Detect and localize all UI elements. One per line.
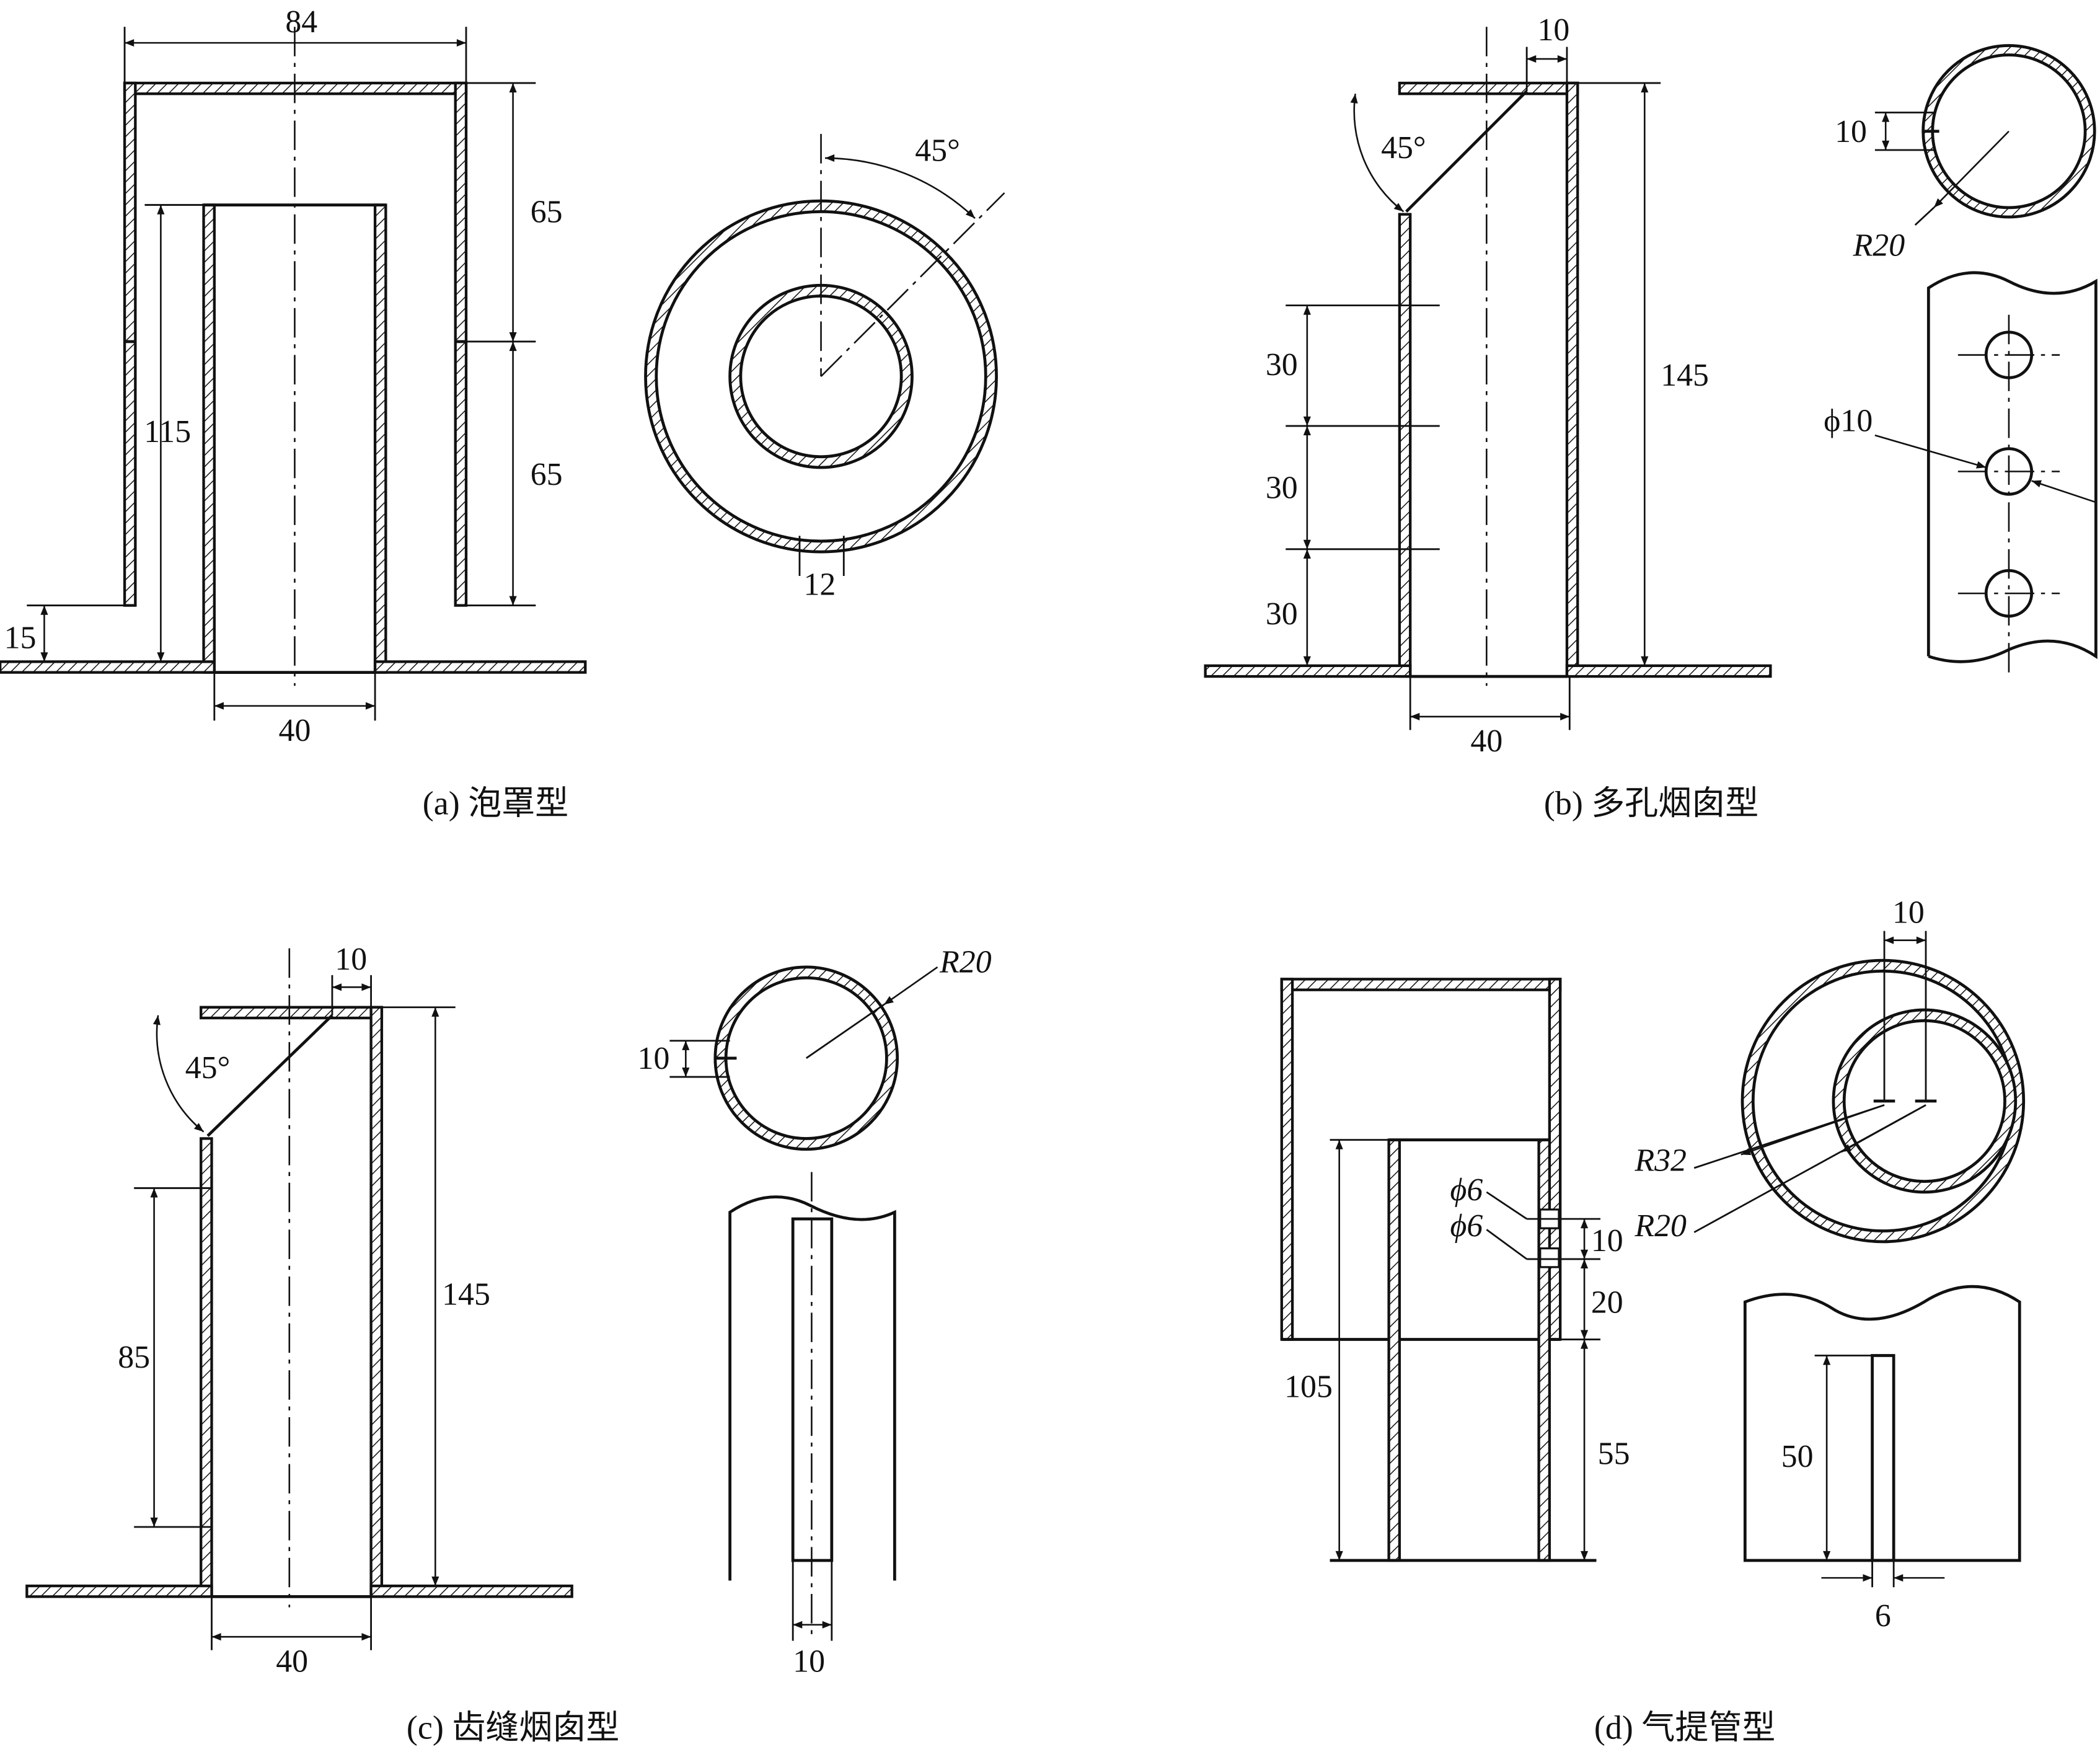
dim-30-1: 30	[1266, 347, 1298, 383]
dim-r32: R32	[1634, 1143, 1687, 1178]
dim-phi6-2: ϕ6	[1450, 1208, 1483, 1244]
panel-d-section: ϕ6 ϕ6 10 20 105 55	[1280, 978, 1630, 1562]
dim-145: 145	[1661, 358, 1709, 393]
caption-d: (d) 气提管型	[1594, 1709, 1775, 1746]
dim-10: 10	[1892, 895, 1925, 931]
dim-105: 105	[1284, 1369, 1333, 1404]
panel-a-section: 84 65 65 115 15 40	[0, 4, 587, 748]
dim-50: 50	[1781, 1439, 1814, 1474]
dim-r20: R20	[1634, 1208, 1687, 1244]
dim-10-slot-offset: 10	[638, 1041, 670, 1076]
dim-115: 115	[144, 414, 191, 449]
dim-40: 40	[279, 713, 311, 748]
caption-c: (c) 齿缝烟囱型	[407, 1709, 619, 1746]
dim-65-upper: 65	[531, 195, 563, 230]
panel-d-detail: 10 R32 R20 50 6	[1634, 895, 2026, 1634]
dim-12: 12	[803, 567, 836, 602]
dim-55: 55	[1598, 1436, 1630, 1471]
panel-a-top-view: 45° 12	[644, 133, 1005, 602]
dim-10-slot-width: 10	[793, 1644, 825, 1679]
dim-40: 40	[1470, 723, 1502, 759]
dim-6: 6	[1875, 1598, 1891, 1634]
dim-85: 85	[118, 1340, 150, 1375]
dim-45-deg: 45°	[915, 133, 960, 168]
dim-phi10: ϕ10	[1824, 404, 1873, 439]
dim-84: 84	[285, 4, 317, 40]
panel-c-section: 10 145 85 40 45°	[25, 942, 573, 1679]
caption-a: (a) 泡罩型	[423, 785, 568, 822]
dim-40: 40	[276, 1644, 308, 1679]
dim-45-deg: 45°	[1381, 130, 1426, 166]
panel-b-detail: 10 R20 ϕ10	[1824, 44, 2098, 677]
caption-b: (b) 多孔烟囱型	[1544, 785, 1758, 822]
dim-r20: R20	[1853, 228, 1905, 263]
dim-30-3: 30	[1266, 596, 1298, 632]
panel-b-section: 10 145 30 30 30 40 45°	[1204, 12, 1772, 759]
dim-145: 145	[442, 1276, 490, 1312]
dim-20: 20	[1591, 1285, 1623, 1320]
dim-65-lower: 65	[531, 457, 563, 492]
dim-10: 10	[1591, 1223, 1623, 1259]
dim-r20: R20	[939, 945, 992, 980]
dim-15: 15	[4, 621, 37, 656]
dim-10: 10	[1835, 114, 1867, 149]
dim-phi6-1: ϕ6	[1450, 1172, 1483, 1208]
dim-45-deg: 45°	[185, 1050, 231, 1086]
panel-c-detail: R20 10 10	[638, 945, 992, 1679]
dim-30-2: 30	[1266, 471, 1298, 506]
dim-10: 10	[1537, 12, 1569, 48]
dim-10: 10	[335, 942, 367, 977]
